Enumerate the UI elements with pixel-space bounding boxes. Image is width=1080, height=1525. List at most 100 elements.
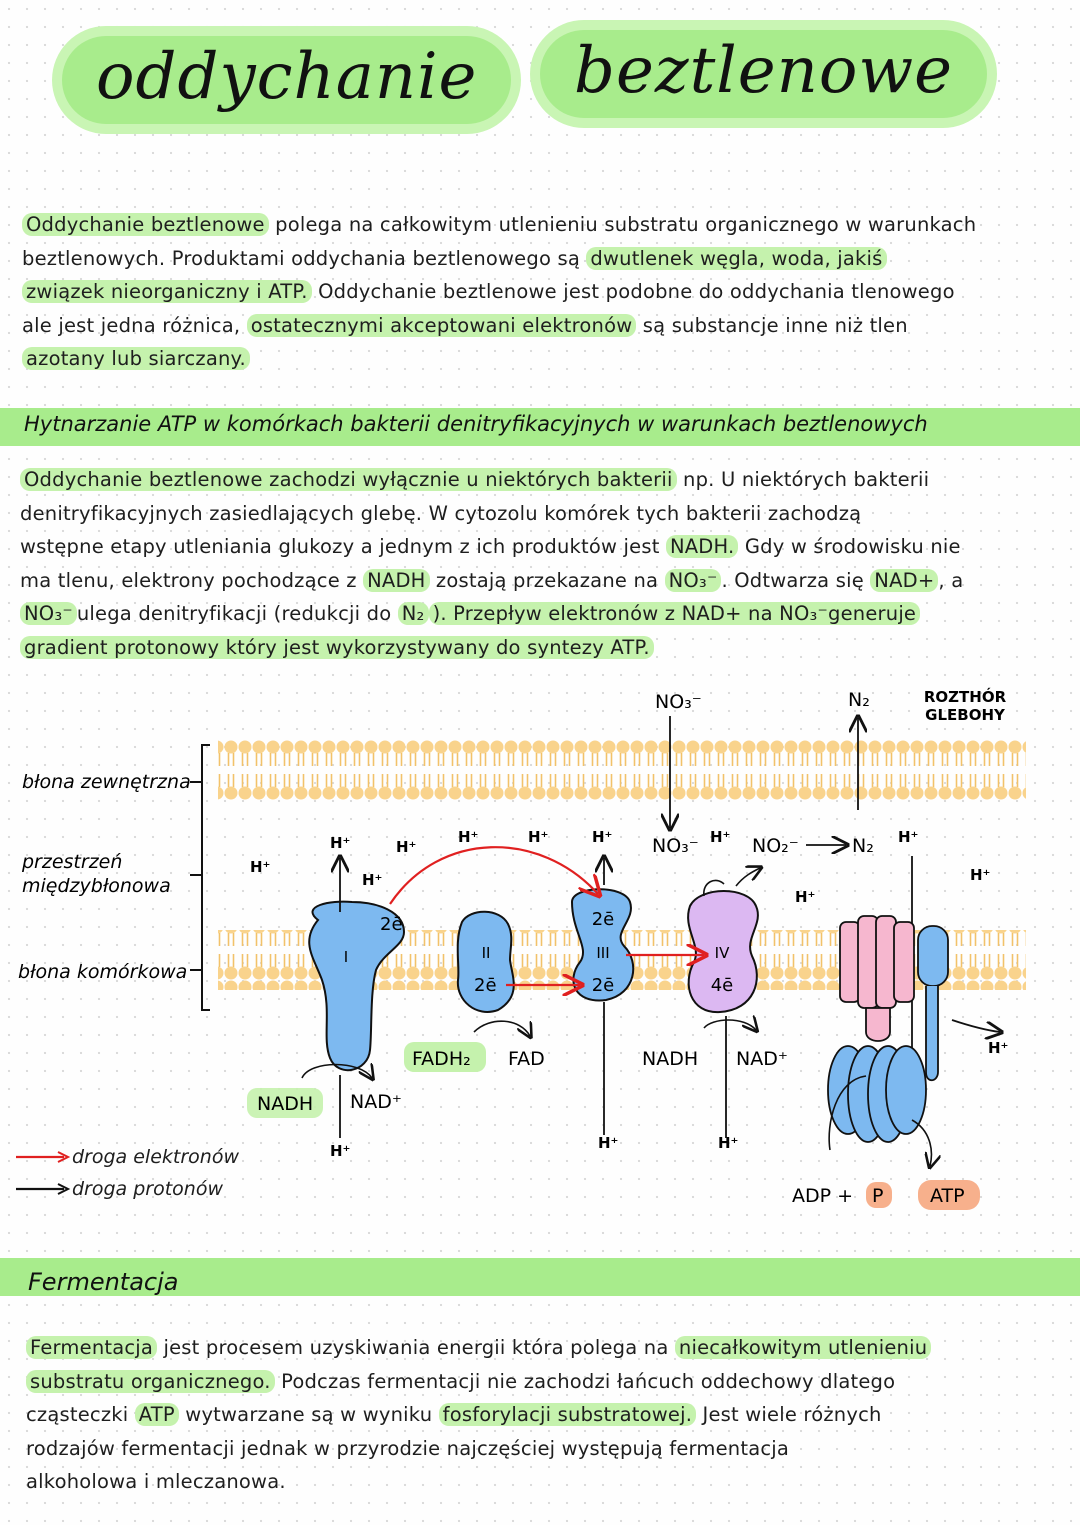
text: Oddychanie beztlenowe zachodzi wyłącznie… [20, 468, 677, 491]
legend-electrons: droga elektronów [72, 1146, 239, 1168]
atp-badge [918, 1180, 980, 1210]
nitrate-label: NO₃⁻ [652, 835, 699, 857]
nadh-label: NADH [257, 1093, 313, 1115]
nitrogen-top: N₂ [848, 689, 870, 711]
electron-path-arc [389, 846, 598, 905]
section-heading-1: Hytnarzanie ATP w komórkach bakterii den… [24, 412, 928, 436]
complex-IV-label: IV [715, 944, 730, 962]
text-highlight: fosforylacji substratowej. [438, 1403, 697, 1426]
text: beztlenowych. Produktami oddychania bezt… [22, 246, 587, 270]
term-nitrate: NO₃⁻ [20, 602, 77, 625]
text: wstępne etapy utleniania glukozy a jedny… [20, 535, 666, 558]
electrons-label: 2ē [592, 975, 615, 996]
label-space-1: przestrzeń [21, 851, 122, 873]
term-fermentation: Fermentacja [26, 1336, 158, 1359]
atp-synthase-stator [917, 925, 949, 987]
text: denitryfikacyjnych zasiedlających glebę.… [20, 501, 862, 525]
term-anaerobic: Oddychanie beztlenowe [22, 213, 269, 236]
text: jest procesem uzyskiwania energii która … [157, 1336, 675, 1359]
text: Jest wiele różnych [696, 1403, 882, 1426]
soil-label-1: ROZTHÓR [924, 687, 1007, 706]
complex-III [570, 888, 635, 1002]
electrons-label: 2ē [592, 909, 615, 930]
diagram-svg: błona zewnętrzna przestrzeń międzybłonow… [18, 687, 1026, 1210]
text: . Odtwarza się [721, 568, 871, 592]
proton-label: H⁺ [330, 834, 350, 852]
complex-III-label: III [596, 944, 609, 962]
label-cell-membrane: błona komórkowa [18, 961, 187, 983]
label-space-2: międzybłonowa [22, 875, 171, 897]
text: zostają przekazane na [429, 568, 665, 592]
complex-I [308, 900, 406, 1072]
text: Oddychanie beztlenowe jest podobne do od… [311, 280, 955, 303]
text-highlight: ). Przepływ elektronów z NAD+ na NO₃⁻gen… [428, 602, 921, 625]
products-highlight-2: związek nieorganiczny i ATP. [22, 280, 312, 303]
term-atp: ATP [134, 1403, 179, 1426]
bracket [201, 744, 210, 1011]
atp-synthase-head [885, 1045, 927, 1135]
text: polega na całkowitym utlenieniu substrat… [268, 213, 977, 236]
text: np. U niektórych bakterii [676, 468, 930, 491]
title-word-1: oddychanie [62, 36, 512, 124]
complex-II-label: II [482, 944, 491, 962]
legend: droga elektronów droga protonów [14, 1142, 239, 1206]
nitrite-label: NO₂⁻ [752, 835, 799, 857]
term-nadh: NADH [363, 568, 430, 592]
text: alkoholowa i mleczanowa. [26, 1470, 286, 1493]
proton-label: H⁺ [795, 888, 815, 906]
proton-label: H⁺ [710, 828, 730, 846]
proton-label: H⁺ [528, 828, 548, 846]
proton-label: H⁺ [598, 1134, 618, 1152]
text-highlight: gradient protonowy który jest wykorzysty… [20, 635, 654, 659]
electrons-label: 4ē [711, 975, 734, 996]
proton-label: H⁺ [458, 828, 478, 846]
legend-electron-arrow [16, 1151, 71, 1163]
text: ma tlenu, elektrony pochodzące z [20, 568, 364, 592]
proton-label: H⁺ [970, 866, 990, 884]
atp-synthase-rotor [893, 921, 915, 1003]
phosphate-label: P [872, 1185, 883, 1207]
title-area: oddychanie beztlenowe [0, 0, 1080, 190]
electrons-label: 2ē [474, 975, 497, 996]
nad-label: NAD⁺ [350, 1091, 402, 1113]
electrons-label: 2ē [380, 914, 403, 935]
proton-label: H⁺ [898, 828, 918, 846]
nitrogen-label: N₂ [852, 835, 874, 857]
section-band-2 [0, 1258, 1080, 1296]
nad-label-2: NAD⁺ [736, 1048, 788, 1070]
products-highlight: dwutlenek węgla, woda, jakiś [586, 246, 887, 270]
proton-label: H⁺ [250, 858, 270, 876]
term-nad: NAD+ [870, 568, 939, 592]
acceptor-highlight: ostatecznymi akceptowani elektronów [246, 313, 637, 337]
complex-I-label: I [344, 948, 348, 966]
text-highlight: substratu organicznego. [26, 1369, 275, 1393]
text: Podczas fermentacji nie zachodzi łańcuch… [274, 1369, 896, 1393]
proton-label: H⁺ [330, 1142, 350, 1160]
title-word-2: beztlenowe [540, 30, 988, 118]
adp-label: ADP + [792, 1185, 853, 1207]
term-nadh: NADH. [665, 535, 739, 558]
text: rodzajów fermentacji jednak w przyrodzie… [26, 1436, 790, 1460]
proton-label: H⁺ [592, 828, 612, 846]
fadh2-label: FADH₂ [412, 1048, 471, 1070]
nitrate-top: NO₃⁻ [655, 691, 702, 713]
soil-label-2: GLEBOHY [925, 706, 1006, 724]
text: cząsteczki [26, 1403, 135, 1426]
electron-transport-diagram: błona zewnętrzna przestrzeń międzybłonow… [0, 680, 1080, 1230]
fermentation-paragraph: Fermentacja jest procesem uzyskiwania en… [26, 1331, 1066, 1499]
text-highlight: niecałkowitym utlenieniu [674, 1336, 932, 1359]
outer-membrane [218, 740, 1026, 800]
text: , a [938, 568, 964, 592]
legend-proton-arrow [16, 1183, 71, 1195]
intro-paragraph: Oddychanie beztlenowe polega na całkowit… [22, 208, 1062, 376]
proton-label: H⁺ [396, 838, 416, 856]
proton-label: H⁺ [362, 871, 382, 889]
legend-protons: droga protonów [72, 1178, 224, 1200]
text: wytwarzane są w wyniku [178, 1403, 439, 1426]
label-outer-membrane: błona zewnętrzna [22, 771, 191, 793]
atp-label: ATP [930, 1185, 965, 1207]
text: Gdy w środowisku nie [738, 535, 961, 558]
term-nitrogen: N₂ [397, 602, 429, 625]
nadh-label-2: NADH [642, 1048, 698, 1070]
text: ale jest jedna różnica, [22, 313, 247, 337]
